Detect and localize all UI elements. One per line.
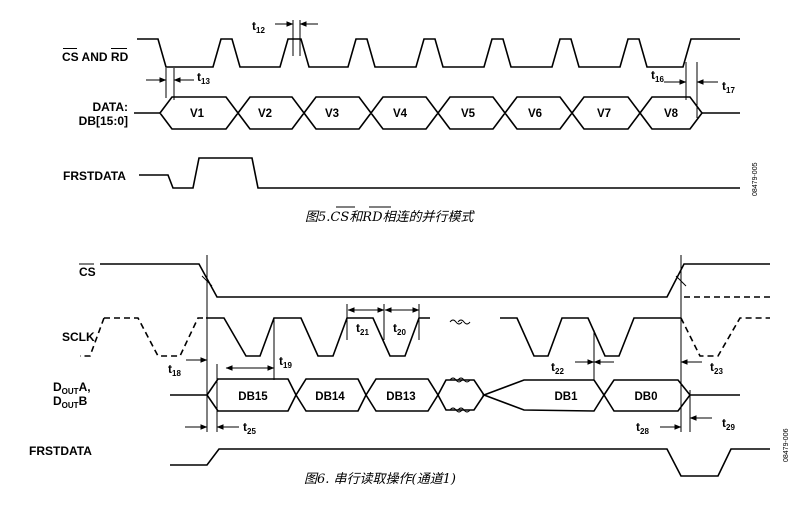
break-marks xyxy=(449,319,471,413)
dout-bus-gap xyxy=(437,379,485,411)
cs-label: CS xyxy=(79,265,96,279)
data-box-v5: V5 xyxy=(461,108,476,120)
t12-label: t12 xyxy=(252,19,265,35)
frstdata-waveform-2 xyxy=(170,448,770,477)
t28-label: t28 xyxy=(636,420,649,436)
dout-box-outline-2 xyxy=(481,379,692,412)
figure-6-id: 08479-006 xyxy=(783,428,790,462)
t23-annotation: t23 xyxy=(680,359,723,376)
dout-b-label: DOUTB xyxy=(53,394,88,410)
cs-waveform xyxy=(100,263,770,298)
sclk-dashed-right xyxy=(680,317,770,357)
dout-box-db15: DB15 xyxy=(238,391,268,403)
data-box-v7: V7 xyxy=(597,108,611,120)
db-label: DB[15:0] xyxy=(79,114,128,128)
data-box-v8: V8 xyxy=(664,108,679,120)
t29-label: t29 xyxy=(722,416,735,432)
sclk-label: SCLK xyxy=(62,330,95,344)
t19-annotation: t19 xyxy=(225,318,292,380)
dout-box-db13: DB13 xyxy=(386,391,415,403)
dout-a-label: DOUTA, xyxy=(53,380,91,396)
data-box-v2: V2 xyxy=(258,108,272,120)
t13-label: t13 xyxy=(197,70,210,86)
figure-5-caption: 图5.CS和RD相连的并行模式 xyxy=(305,210,476,225)
t17-label: t17 xyxy=(722,79,735,95)
frstdata-label: FRSTDATA xyxy=(63,169,126,183)
t19-label: t19 xyxy=(279,354,292,370)
t25-annotation: t25 xyxy=(185,420,256,436)
t13-annotation: t13 xyxy=(146,68,210,100)
frstdata-waveform xyxy=(139,157,740,189)
data-box-v3: V3 xyxy=(325,108,339,120)
figure-5-parallel-mode: CS AND RD DATA: DB[15:0] FRSTDATA V1 V2 … xyxy=(62,19,759,225)
cs-and-rd-label: CS AND RD xyxy=(62,50,129,64)
t22-label: t22 xyxy=(551,360,564,376)
sclk-dashed-left xyxy=(104,317,206,357)
dout-box-db0: DB0 xyxy=(634,391,657,403)
figure-5-id: 08479-005 xyxy=(752,162,759,196)
data-boxes: V1 V2 V3 V4 V5 V6 V7 V8 xyxy=(159,96,703,130)
t20-t21-annotation: t21 t20 xyxy=(346,304,420,340)
t29-annotation: t29 xyxy=(689,415,735,432)
data-box-outline xyxy=(159,96,703,130)
t25-label: t25 xyxy=(243,420,256,436)
t18-label: t18 xyxy=(168,362,181,378)
data-label: DATA: xyxy=(92,100,128,114)
cs-rd-waveform xyxy=(137,38,740,68)
sclk-dashed-first xyxy=(80,317,105,357)
t21-label: t21 xyxy=(356,321,369,337)
data-box-v4: V4 xyxy=(393,108,408,120)
t28-annotation: t28 xyxy=(636,420,682,436)
sclk-waveform xyxy=(206,317,430,357)
dout-box-db14: DB14 xyxy=(315,391,345,403)
sclk-waveform-right xyxy=(500,317,681,357)
t18-annotation: t18 xyxy=(168,357,208,378)
figure-6-serial-read: CS SCLK DOUTA, DOUTB FRSTDATA DB15 xyxy=(29,255,790,487)
data-box-v6: V6 xyxy=(528,108,542,120)
t20-label: t20 xyxy=(393,321,406,337)
frstdata-label-2: FRSTDATA xyxy=(29,444,92,458)
figure-6-caption: 图6. 串行读取操作(通道1) xyxy=(304,472,456,487)
dout-box-db1: DB1 xyxy=(554,391,578,403)
t23-label: t23 xyxy=(710,360,723,376)
t16-label: t16 xyxy=(651,68,664,84)
data-box-v1: V1 xyxy=(190,108,205,120)
reference-lines xyxy=(201,255,691,432)
t17-annotation: t17 xyxy=(696,62,735,118)
t22-annotation: t22 xyxy=(551,330,614,380)
